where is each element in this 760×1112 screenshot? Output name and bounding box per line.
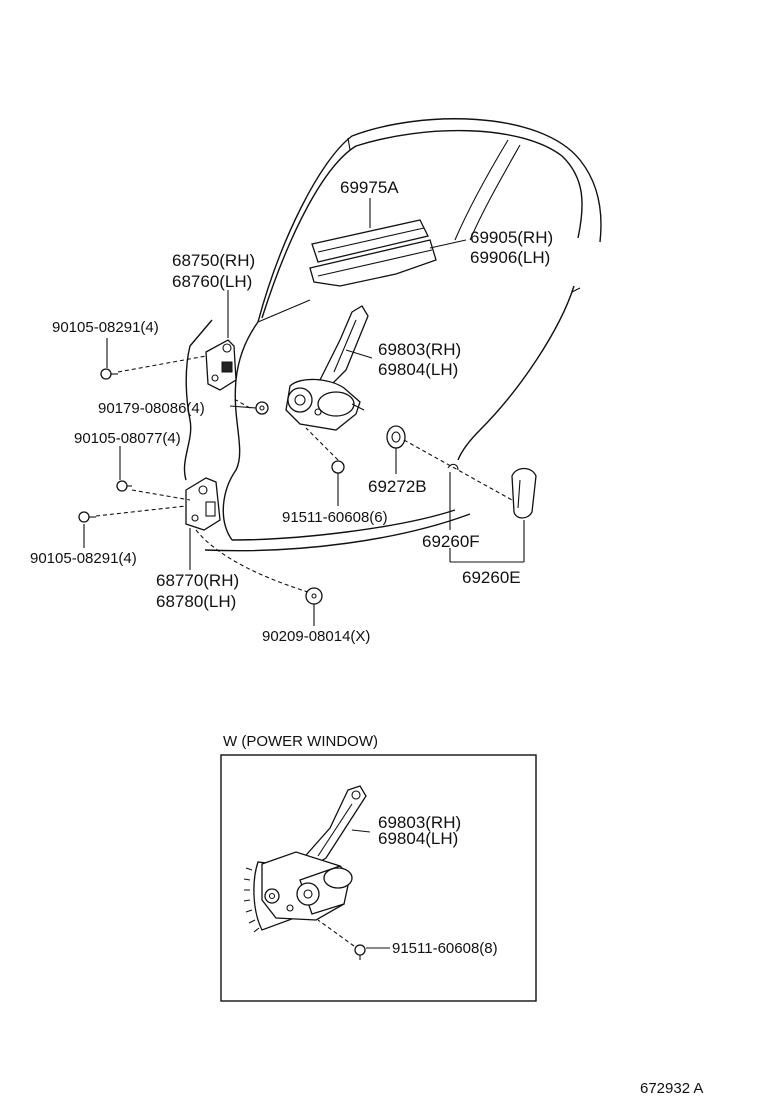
weatherstrip-69975a <box>311 219 429 263</box>
label-bolt-upper: 90105-08291(4) <box>52 319 159 336</box>
nut-upper-icon <box>255 401 269 415</box>
inset-label-bolt: 91511-60608(8) <box>392 940 498 957</box>
label-hinge-upper-rh: 68750(RH) <box>172 251 255 270</box>
plug-icon <box>305 587 323 605</box>
label-hinge-upper-lh: 68760(LH) <box>172 272 252 291</box>
door-outline <box>183 118 602 552</box>
inset-frame <box>220 754 537 1002</box>
label-handle-e: 69260E <box>462 568 521 587</box>
inset-label-regulator-rh: 69803(RH) <box>378 813 461 832</box>
inset-label-regulator-lh: 69804(LH) <box>378 829 458 848</box>
inset-title: W (POWER WINDOW) <box>223 733 378 750</box>
label-run-rh: 69905(RH) <box>470 228 553 247</box>
dashed-leaders <box>95 355 513 593</box>
inset-bolt-icon <box>354 944 366 960</box>
bolt-upper-icon <box>100 368 118 380</box>
main-labels: 69975A 69905(RH) 69906(LH) 68750(RH) 687… <box>30 178 553 645</box>
label-run-lh: 69906(LH) <box>470 248 550 267</box>
label-bolt-lower: 90105-08291(4) <box>30 550 137 567</box>
weatherstrip-69905 <box>309 239 437 287</box>
bolt-regulator-icon <box>331 460 345 480</box>
inset-power-window: W (POWER WINDOW) 698 <box>220 733 537 1002</box>
bolt-mid-icon <box>116 480 132 492</box>
label-regulator-rh: 69803(RH) <box>378 340 461 359</box>
label-nut-upper: 90179-08086(4) <box>98 400 205 417</box>
label-handle-f: 69260F <box>422 532 480 551</box>
leader-lines <box>83 198 525 626</box>
label-plug: 90209-08014(X) <box>262 628 370 645</box>
label-ring: 69272B <box>368 477 427 496</box>
label-hinge-lower-rh: 68770(RH) <box>156 571 239 590</box>
lower-hinge-68770 <box>185 477 221 531</box>
label-bolt-regulator: 91511-60608(6) <box>282 509 388 526</box>
upper-hinge-68750 <box>205 339 237 391</box>
label-hinge-lower-lh: 68780(LH) <box>156 592 236 611</box>
label-regulator-lh: 69804(LH) <box>378 360 458 379</box>
ring-69272b-icon <box>386 425 406 449</box>
handle-69260e-icon <box>511 467 537 519</box>
escutcheon-69260f-icon <box>447 463 459 471</box>
figure-code: 672932 A <box>640 1080 703 1097</box>
label-weatherstrip: 69975A <box>340 178 399 197</box>
label-bolt-mid: 90105-08077(4) <box>74 430 181 447</box>
bolt-lower-icon <box>78 511 96 523</box>
window-regulator-main <box>285 305 369 431</box>
power-regulator-icon <box>243 785 367 933</box>
